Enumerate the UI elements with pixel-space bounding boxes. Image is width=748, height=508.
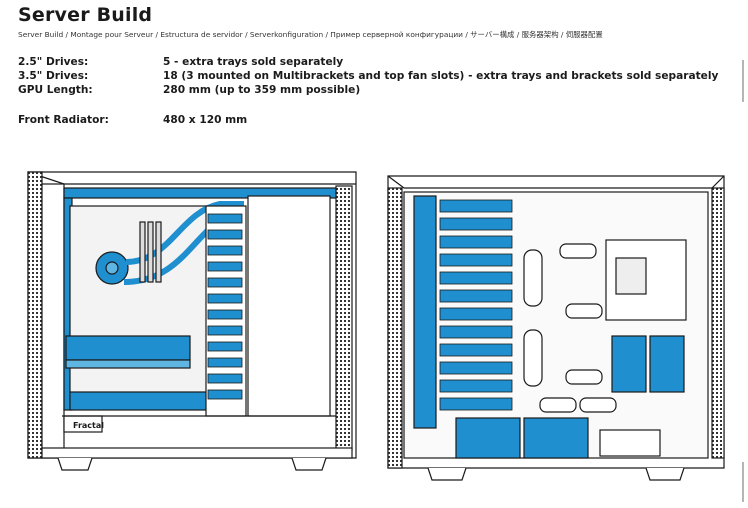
top-radiator	[63, 187, 337, 199]
left-foot	[291, 457, 327, 471]
ssd-mount	[611, 335, 647, 393]
bottom-drives	[69, 391, 211, 411]
side-window	[247, 195, 331, 417]
gpu	[65, 335, 191, 361]
page-subtitle: Server Build / Montage pour Serveur / Es…	[18, 30, 603, 39]
spec-value: 5 - extra trays sold separately	[163, 56, 344, 68]
right-front-vent	[387, 187, 403, 469]
bottom-drive-cage	[523, 417, 589, 459]
right-foot	[427, 467, 467, 481]
page-edge-mark	[742, 462, 744, 502]
psu-area	[599, 429, 661, 457]
spec-label: GPU Length:	[18, 84, 93, 96]
spec-value: 480 x 120 mm	[163, 114, 248, 126]
spec-label: Front Radiator:	[18, 114, 109, 126]
rear-radiator	[413, 195, 437, 429]
right-foot	[645, 467, 685, 481]
spec-label: 3.5" Drives:	[18, 70, 89, 82]
spec-value: 280 mm (up to 359 mm possible)	[163, 84, 361, 96]
page-title: Server Build	[18, 4, 153, 26]
right-rear-vent	[711, 187, 725, 459]
left-foot	[57, 457, 93, 471]
cable-grommets	[523, 243, 617, 413]
spec-label: 2.5" Drives:	[18, 56, 89, 68]
right-drive-trays	[439, 199, 513, 411]
left-front-vent	[27, 171, 43, 459]
page-edge-mark	[742, 60, 744, 102]
left-case	[27, 171, 357, 471]
left-drive-trays	[207, 213, 243, 400]
ssd-mount	[649, 335, 685, 393]
left-rear-vent	[335, 185, 353, 451]
brand-badge-text: Fractal	[73, 421, 104, 430]
right-case	[387, 175, 725, 481]
bottom-drive-cage	[455, 417, 521, 459]
spec-value: 18 (3 mounted on Multibrackets and top f…	[163, 70, 719, 82]
